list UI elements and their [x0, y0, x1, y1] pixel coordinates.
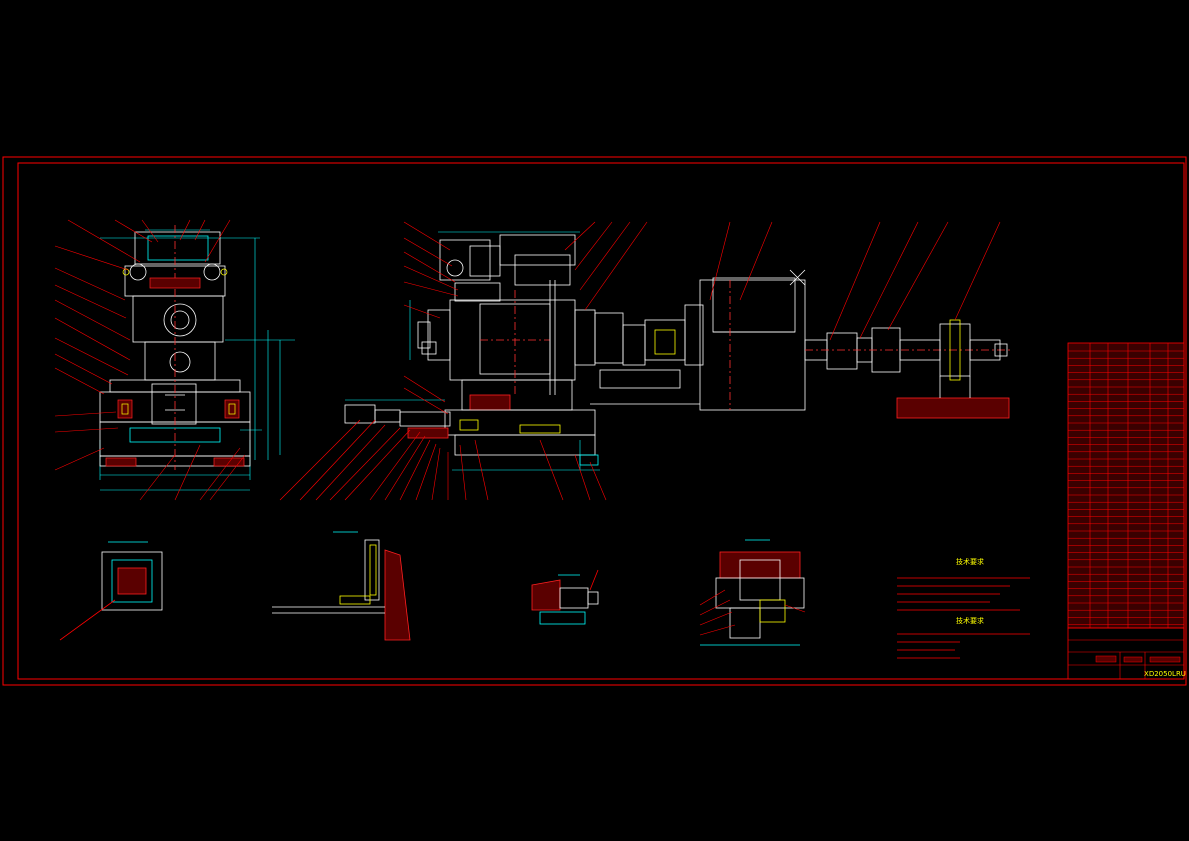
section-detail-3: [531, 569, 599, 625]
parts-list: [1067, 342, 1185, 629]
drawing-number: XD2050LRU: [1144, 670, 1186, 678]
front-view-leaders: [279, 221, 648, 501]
notes-heading-2: 技术要求: [956, 616, 984, 625]
inner-frame: [17, 162, 1185, 680]
technical-notes: 技术要求 技术要求: [897, 557, 1030, 659]
section-detail-1: [59, 541, 163, 641]
drive-train: [684, 221, 1010, 419]
front-view: [279, 221, 700, 501]
section-detail-4: [699, 539, 806, 646]
section-detail-2: [272, 531, 411, 641]
notes-heading-1: 技术要求: [956, 557, 984, 566]
end-view: [54, 219, 295, 501]
front-view-dimensions: [345, 231, 600, 471]
end-view-leaders: [54, 219, 246, 501]
drive-train-leaders: [709, 221, 1001, 341]
title-block: XD2050LRU: [1067, 627, 1186, 680]
outer-frame: [2, 156, 1187, 686]
